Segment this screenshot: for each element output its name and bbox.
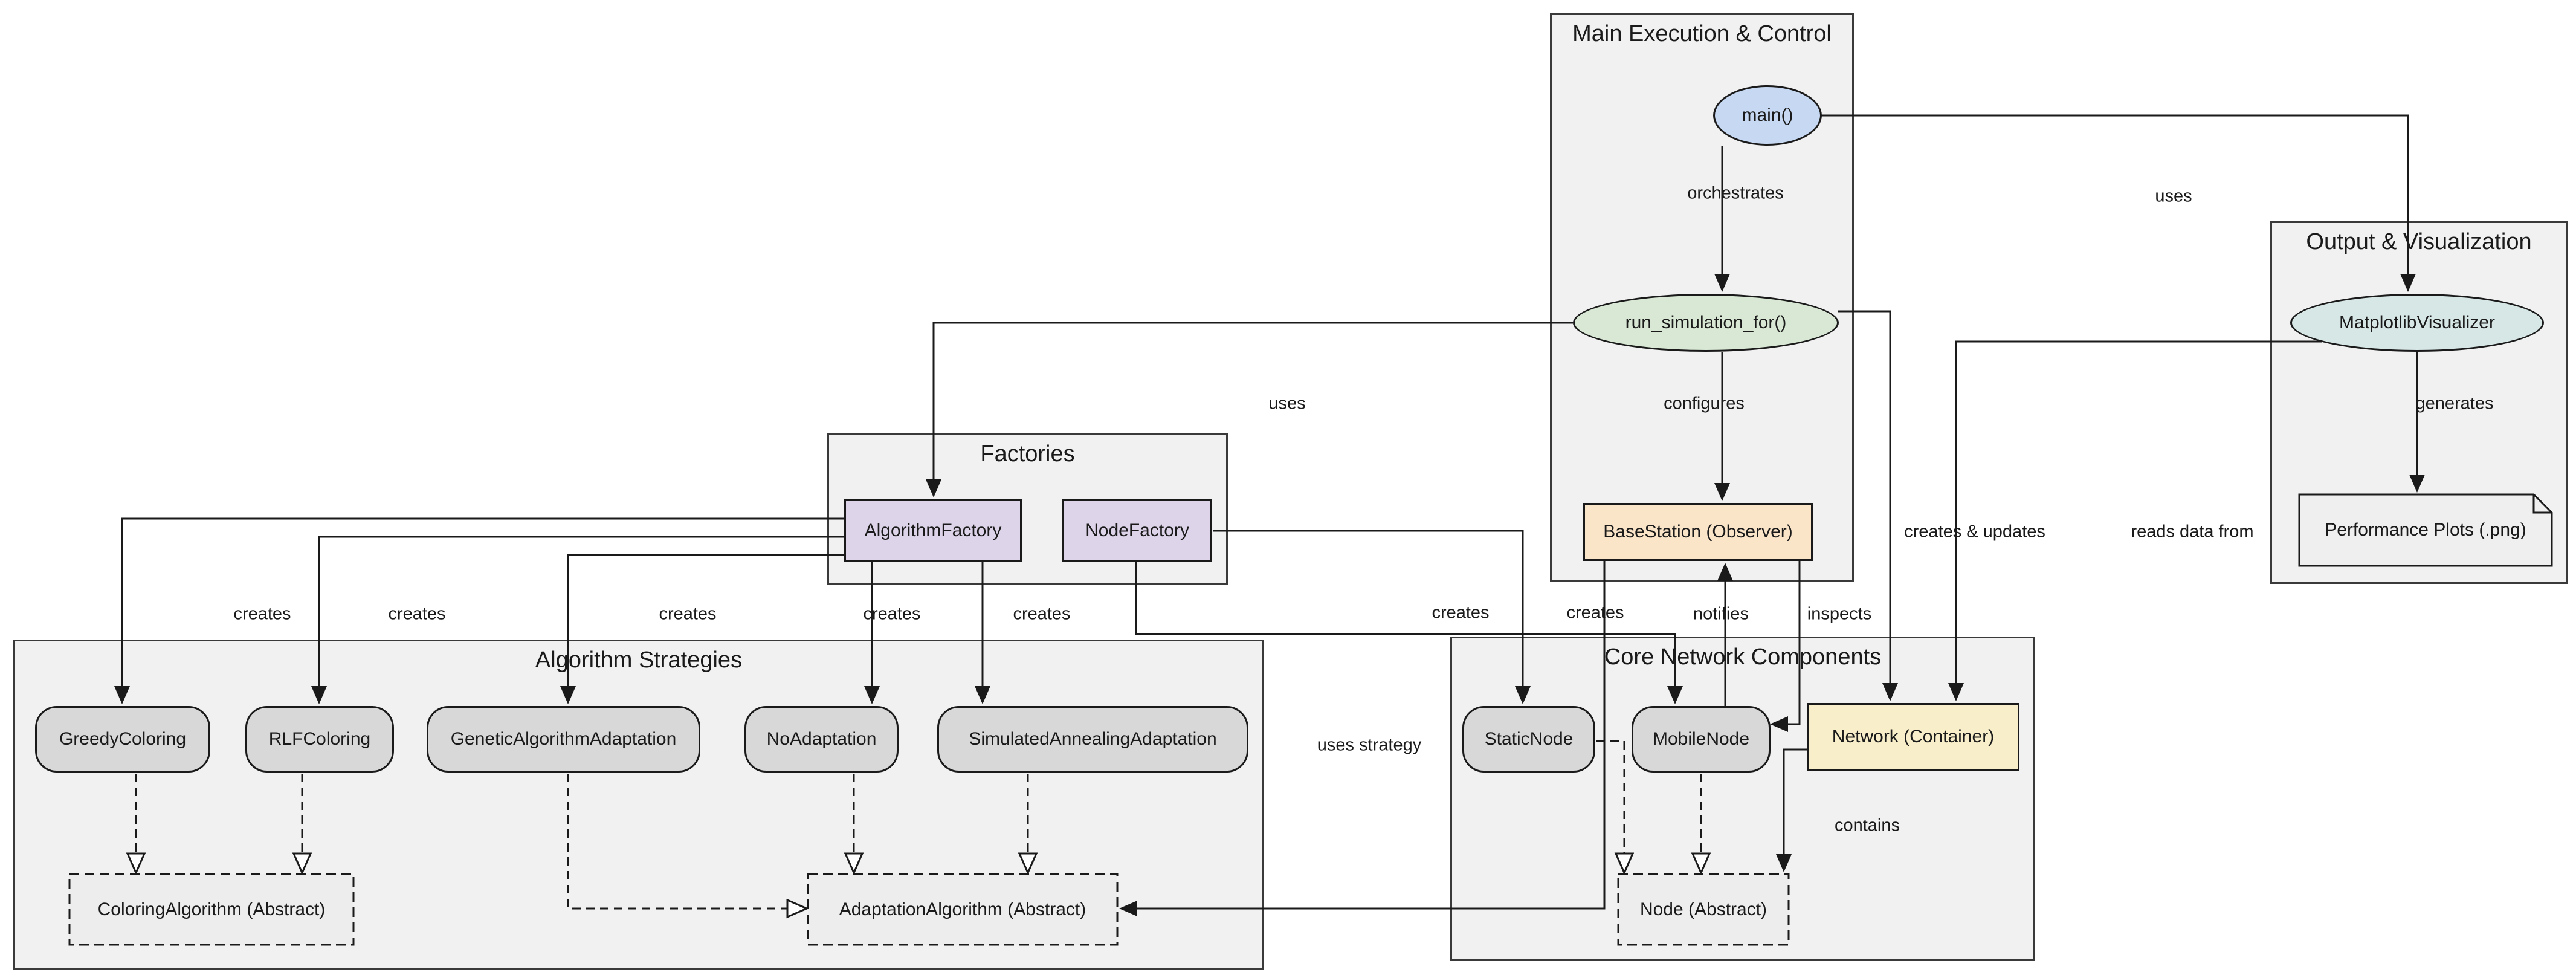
- edge-label-reads-data-from: reads data from: [2131, 522, 2254, 542]
- node-basestation: BaseStation (Observer): [1583, 503, 1813, 561]
- cluster-output-visualization-title: Output & Visualization: [2306, 229, 2532, 254]
- edge-label-creates-mobilenode: creates: [1566, 603, 1624, 623]
- node-performance-plots: Performance Plots (.png): [2325, 520, 2526, 540]
- node-network-container: Network (Container): [1807, 703, 2019, 771]
- node-coloring-algorithm-abstract: ColoringAlgorithm (Abstract): [97, 899, 326, 919]
- coloring-algorithm-abstract-box: [68, 873, 355, 946]
- node-algorithm-factory: AlgorithmFactory: [844, 499, 1022, 562]
- adaptation-algorithm-abstract-box: [807, 873, 1119, 946]
- edge-label-creates-staticnode: creates: [1432, 603, 1490, 623]
- edge-label-uses-main-visualizer: uses: [2155, 186, 2192, 206]
- edge-visualizer-network: [1948, 340, 2322, 701]
- edge-label-creates-rlf: creates: [388, 604, 446, 624]
- cluster-main-execution-title: Main Execution & Control: [1572, 21, 1832, 47]
- edge-label-uses-runsim-factory: uses: [1268, 394, 1306, 413]
- edge-nodefactory-mobilenode: [1135, 562, 1683, 704]
- performance-plots-note-shape: [2298, 493, 2553, 567]
- edge-runsim-algfactory: [926, 322, 1573, 497]
- performance-plots-note-fold: [2532, 494, 2552, 514]
- edge-label-creates-greedy: creates: [233, 604, 291, 624]
- edge-runsim-network: [1838, 310, 1898, 701]
- node-matplotlib-visualizer: MatplotlibVisualizer: [2290, 294, 2544, 352]
- edge-basestation-adaptation: [1119, 561, 1606, 916]
- cluster-core-network-title: Core Network Components: [1604, 644, 1882, 670]
- node-rlf-coloring: RLFColoring: [245, 706, 394, 773]
- edge-label-contains: contains: [1834, 815, 1900, 835]
- edge-label-creates-genetic: creates: [659, 604, 717, 624]
- node-adaptation-algorithm-abstract: AdaptationAlgorithm (Abstract): [839, 899, 1086, 919]
- node-genetic-algorithm-adaptation: GeneticAlgorithmAdaptation: [427, 706, 700, 773]
- edge-algfactory-genetic: [560, 554, 844, 704]
- node-simulated-annealing-adaptation: SimulatedAnnealingAdaptation: [937, 706, 1248, 773]
- edge-genetic-adaptationabstract: [567, 774, 787, 909]
- node-main: main(): [1713, 85, 1822, 146]
- edge-algfactory-rlf: [311, 536, 844, 704]
- node-node-abstract: Node (Abstract): [1639, 899, 1767, 919]
- edge-main-visualizer: [1821, 114, 2416, 292]
- node-abstract-box: [1617, 873, 1790, 946]
- cluster-algorithm-strategies-title: Algorithm Strategies: [535, 647, 743, 673]
- node-node-factory: NodeFactory: [1062, 499, 1212, 562]
- edge-label-configures: configures: [1664, 394, 1745, 413]
- edge-label-orchestrates: orchestrates: [1687, 183, 1784, 203]
- edge-label-uses-strategy: uses strategy: [1317, 735, 1422, 755]
- edge-label-notifies: notifies: [1693, 604, 1749, 624]
- edge-label-generates: generates: [2415, 394, 2494, 413]
- edge-staticnode-nodeabstract: [1596, 740, 1624, 854]
- edge-network-nodeabstract: [1776, 748, 1807, 872]
- edge-basestation-network: [1770, 561, 1801, 732]
- node-greedy-coloring: GreedyColoring: [35, 706, 210, 773]
- edge-label-creates-noadaptation: creates: [863, 604, 921, 624]
- edge-label-inspects: inspects: [1807, 604, 1872, 624]
- edge-label-creates-simulated: creates: [1013, 604, 1071, 624]
- node-mobile-node: MobileNode: [1632, 706, 1771, 773]
- node-run-simulation-for: run_simulation_for(): [1573, 294, 1839, 352]
- node-no-adaptation: NoAdaptation: [744, 706, 899, 773]
- edge-algfactory-greedy: [114, 517, 844, 704]
- node-static-node: StaticNode: [1462, 706, 1595, 773]
- cluster-factories-title: Factories: [980, 441, 1075, 467]
- edge-label-creates-and-updates: creates & updates: [1904, 522, 2045, 542]
